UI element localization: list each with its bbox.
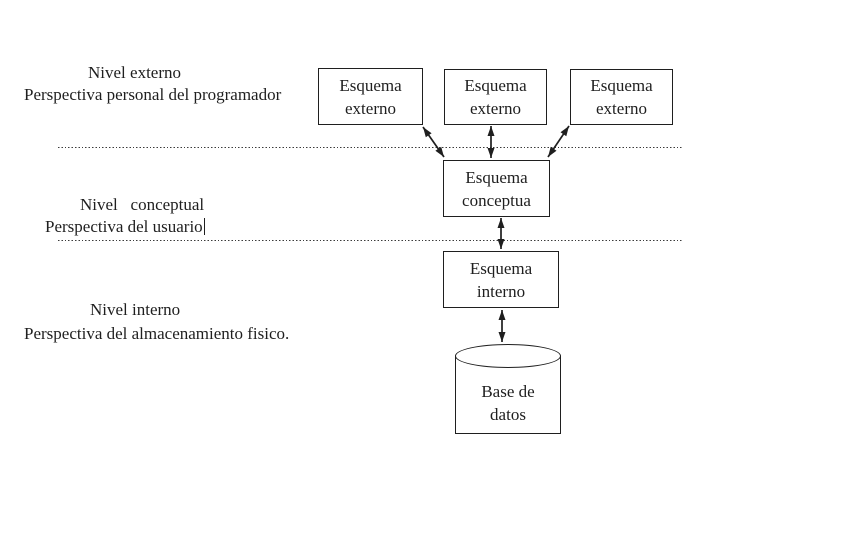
level-interno-subtitle: Perspectiva del almacenamiento fisico.	[24, 324, 290, 343]
external-schema-3-line2: externo	[596, 99, 647, 118]
conceptual-schema-line2: conceptua	[462, 190, 531, 210]
cylinder-top-ellipse	[455, 344, 561, 368]
external-schema-box-2: Esquema externo	[444, 69, 547, 125]
external-schema-box-1: Esquema externo	[318, 68, 423, 125]
external-schema-1-line1: Esquema	[339, 75, 402, 95]
level-externo-subtitle: Perspectiva personal del programador	[24, 85, 282, 104]
arrow-external1-conceptual	[422, 126, 445, 158]
internal-schema-box: Esquema interno	[443, 251, 559, 308]
cylinder-body	[455, 356, 561, 434]
database-cylinder: Base de datos	[455, 344, 561, 434]
internal-schema-line2: interno	[476, 281, 526, 301]
level-externo-title: Nivel externo	[88, 63, 181, 82]
database-label-line1: Base de	[481, 382, 535, 401]
level-conceptual-subtitle: Perspectiva del usuario	[45, 216, 206, 238]
conceptual-schema-line1: Esquema	[465, 167, 528, 187]
database-label: Base de datos	[455, 380, 561, 426]
level-separator-top	[58, 147, 682, 149]
internal-schema-line1: Esquema	[469, 258, 533, 278]
external-schema-box-3: Esquema externo	[570, 69, 673, 125]
arrow-external3-conceptual	[547, 125, 570, 158]
external-schema-2-line1: Esquema	[464, 76, 527, 95]
level-conceptual-title: Nivel conceptual	[80, 195, 205, 214]
level-conceptual-subtitle-text: Perspectiva del usuario	[45, 217, 203, 236]
arrow-conceptual-internal	[497, 218, 505, 249]
arrow-internal-database	[498, 310, 506, 342]
database-label-line2: datos	[490, 405, 526, 424]
level-interno-title: Nivel interno	[90, 300, 181, 319]
external-schema-1-line2: externo	[345, 98, 396, 118]
external-schema-2-line2: externo	[470, 99, 521, 118]
arrow-external2-conceptual	[487, 126, 495, 158]
external-schema-3-line1: Esquema	[590, 76, 653, 95]
level-separator-bottom	[58, 240, 682, 242]
conceptual-schema-box: Esquema conceptua	[443, 160, 550, 217]
text-cursor	[203, 218, 206, 235]
